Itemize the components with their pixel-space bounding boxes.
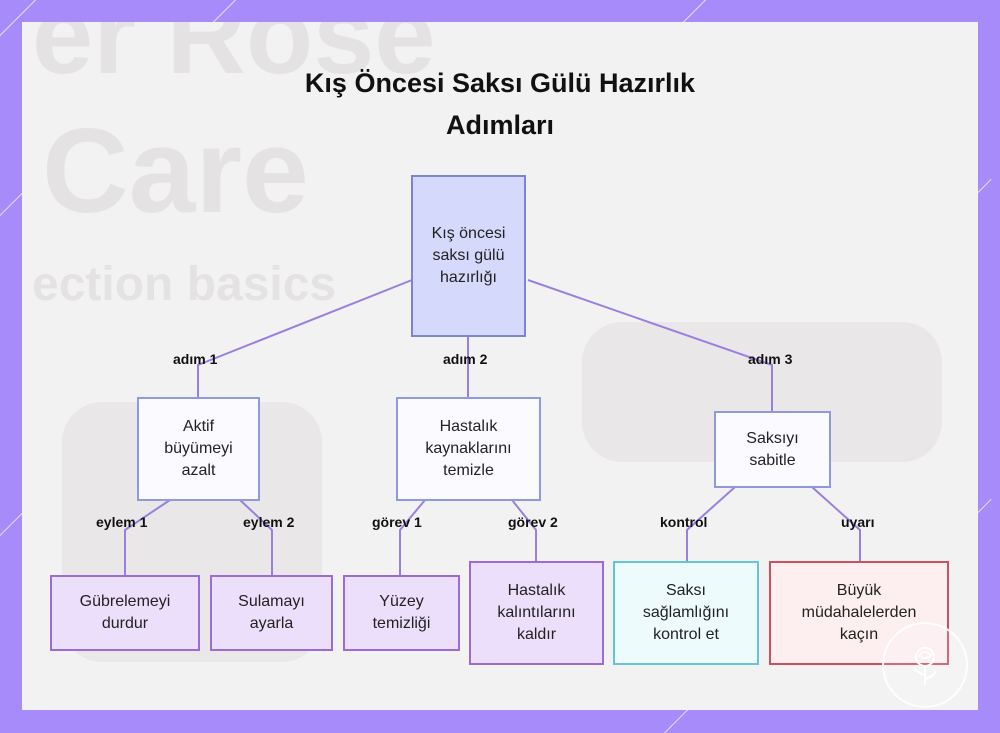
- leaf-node-check-pot-integrity: Saksı sağlamlığını kontrol et: [613, 561, 759, 665]
- edge-label-uyari: uyarı: [841, 514, 875, 530]
- edge-label-adim-3: adım 3: [748, 351, 793, 367]
- edge-step1-leaf1: [124, 499, 171, 576]
- edge-label-eylem-1: eylem 1: [96, 514, 148, 530]
- step-node-clean-disease: Hastalık kaynaklarını temizle: [396, 397, 541, 501]
- background-text-line3: ection basics: [32, 258, 337, 311]
- edge-step3-leaf6: [811, 486, 861, 562]
- edge-label-adim-1: adım 1: [173, 351, 218, 367]
- edge-root-step1: [197, 279, 413, 398]
- edge-step1-leaf2: [239, 499, 273, 576]
- edge-step2-leaf4: [511, 499, 537, 562]
- background-text-line1: er Rose: [32, 22, 436, 97]
- edge-label-gorev-2: görev 2: [508, 514, 558, 530]
- leaf-node-surface-cleaning: Yüzey temizliği: [343, 575, 460, 651]
- step-node-reduce-growth: Aktif büyümeyi azalt: [137, 397, 260, 501]
- leaf-node-remove-disease-debris: Hastalık kalıntılarını kaldır: [469, 561, 604, 665]
- leaf-node-adjust-watering: Sulamayı ayarla: [210, 575, 333, 651]
- edge-root-step3: [527, 279, 773, 412]
- root-node: Kış öncesi saksı gülü hazırlığı: [411, 175, 526, 337]
- background-text-line2: Care: [42, 104, 309, 238]
- rose-logo-icon: [882, 622, 968, 708]
- edge-label-kontrol: kontrol: [660, 514, 708, 530]
- edge-label-adim-2: adım 2: [443, 351, 488, 367]
- edge-label-gorev-1: görev 1: [372, 514, 422, 530]
- edge-step2-leaf3: [399, 499, 426, 576]
- edge-label-eylem-2: eylem 2: [243, 514, 295, 530]
- edge-step3-leaf5: [686, 486, 736, 562]
- leaf-node-avoid-major-interventions: Büyük müdahalelerden kaçın: [769, 561, 949, 665]
- leaf-node-stop-fertilizing: Gübrelemeyi durdur: [50, 575, 200, 651]
- diagram-title: Kış Öncesi Saksı Gülü Hazırlık Adımları: [304, 68, 696, 140]
- step-node-stabilize-pot: Saksıyı sabitle: [714, 411, 831, 488]
